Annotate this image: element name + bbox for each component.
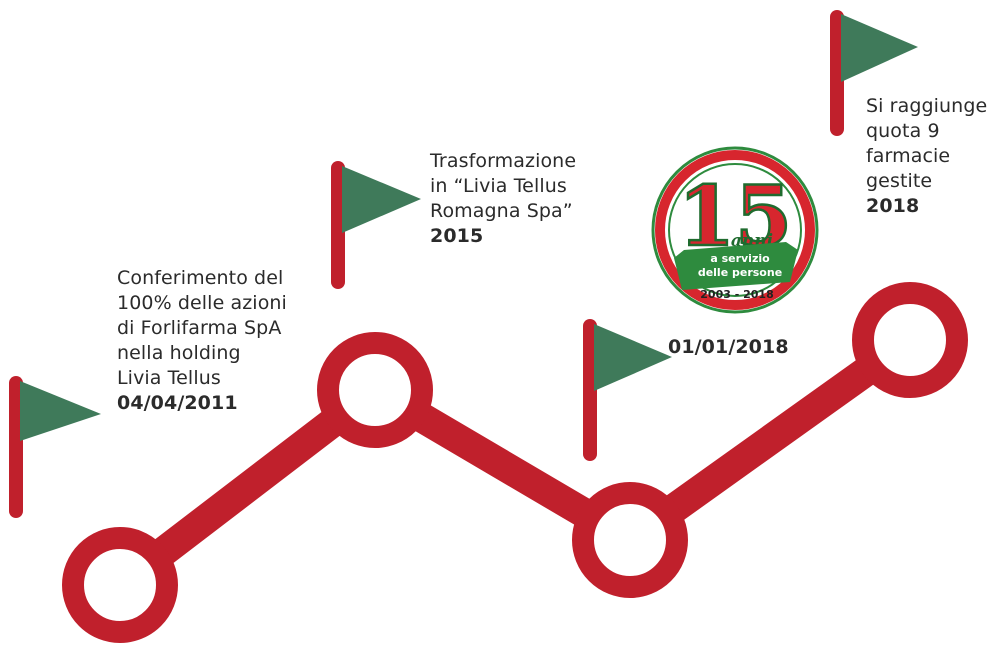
milestone-text-line: nella holding xyxy=(117,342,241,364)
milestone-text-line: gestite xyxy=(866,170,933,192)
milestone-date: 01/01/2018 xyxy=(668,336,789,358)
milestone-text-line: Conferimento del xyxy=(117,267,284,289)
timeline-node-2018 xyxy=(852,282,968,398)
badge-ribbon-line2: delle persone xyxy=(698,266,782,279)
flag-icon xyxy=(583,319,672,461)
milestone-text-line: Romagna Spa” xyxy=(430,200,573,222)
milestone-date: 2018 xyxy=(866,195,920,217)
milestone-text-line: farmacie xyxy=(866,145,951,167)
milestone-2015: Trasformazione in “Livia Tellus Romagna … xyxy=(430,149,576,249)
timeline-path xyxy=(105,325,925,600)
badge-years: 2003 - 2018 xyxy=(700,288,773,301)
timeline-node-2011 xyxy=(62,527,178,643)
milestone-2018: Si raggiunge quota 9 farmacie gestite 20… xyxy=(866,94,987,219)
milestone-text-line: di Forlifarma SpA xyxy=(117,317,282,339)
flag-icon xyxy=(331,161,421,289)
milestone-text-line: Si raggiunge xyxy=(866,95,988,117)
milestone-text-line: in “Livia Tellus xyxy=(430,175,567,197)
flag-icon xyxy=(9,376,101,518)
milestone-date: 2015 xyxy=(430,225,484,247)
anniversary-badge: 15 anni a servizio delle persone 2003 - … xyxy=(651,146,819,314)
milestone-text-line: Livia Tellus xyxy=(117,367,221,389)
timeline-node-2018-jan xyxy=(572,482,688,598)
milestone-text-line: quota 9 xyxy=(866,120,940,142)
badge-ribbon-line1: a servizio xyxy=(710,252,770,265)
milestone-text-line: Trasformazione xyxy=(430,150,577,172)
milestone-2018-jan: 01/01/2018 xyxy=(668,335,789,360)
milestone-text-line: 100% delle azioni xyxy=(117,292,287,314)
milestone-date: 04/04/2011 xyxy=(117,392,238,414)
flag-icon xyxy=(830,10,918,136)
milestone-2011: Conferimento del 100% delle azioni di Fo… xyxy=(117,266,287,416)
timeline-node-2015 xyxy=(317,332,433,448)
